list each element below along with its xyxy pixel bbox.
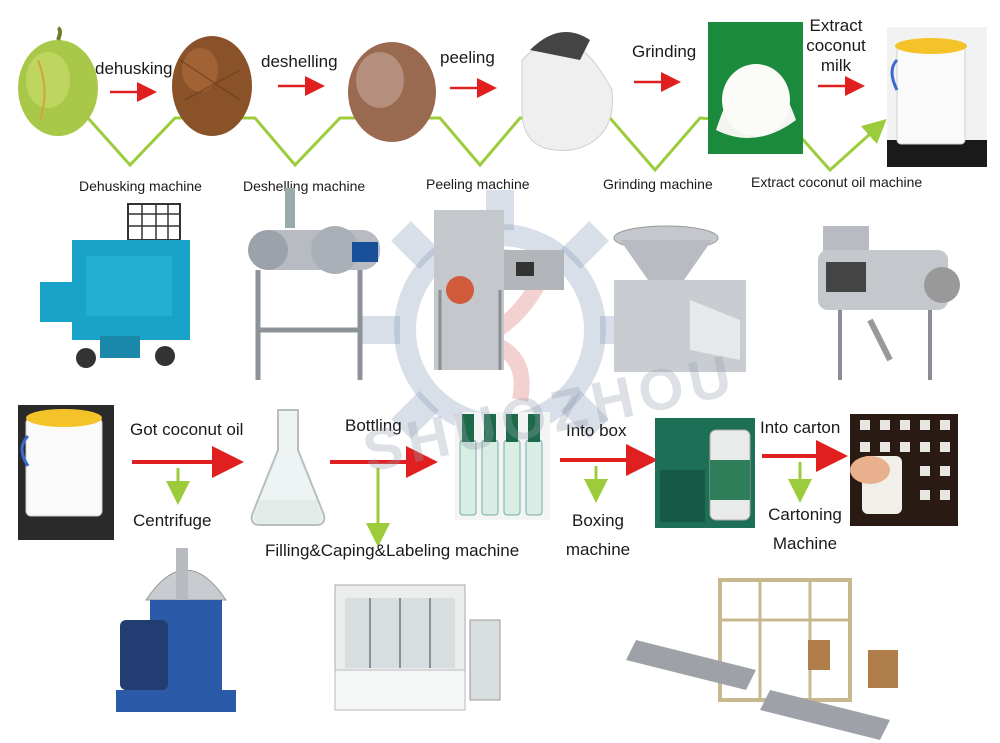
coconut-oil-box-icon <box>655 418 755 528</box>
filling-machine-icon <box>334 584 501 711</box>
step-extract-milk: Extract coconut milk <box>806 16 866 75</box>
oil-bucket-2-icon <box>18 405 114 540</box>
bottles-icon <box>455 412 550 520</box>
machine-label-boxing: Boxing machine <box>565 511 631 559</box>
step-into-carton: Into carton <box>760 418 841 437</box>
deshelling-machine-icon <box>248 188 380 380</box>
ground-coconut-icon <box>708 22 803 154</box>
step-bottling: Bottling <box>345 416 402 435</box>
extract-oil-machine-icon <box>818 226 960 380</box>
machine-label-grinding: Grinding machine <box>603 176 713 192</box>
machine-label-peeling: Peeling machine <box>426 176 530 192</box>
machine-label-filling: Filling&Caping&Labeling machine <box>265 541 520 560</box>
machine-label-deshelling: Deshelling machine <box>243 178 366 194</box>
step-into-box: Into box <box>566 421 627 440</box>
dehusking-machine-icon <box>40 203 190 368</box>
step-deshelling: deshelling <box>261 52 338 71</box>
cartoning-machine-icon <box>626 578 898 740</box>
oil-bucket-icon <box>887 27 987 167</box>
peeling-machine-icon <box>434 210 564 370</box>
grinding-machine-icon <box>613 225 746 372</box>
step-dehusking: dehusking <box>95 59 173 78</box>
peeled-coconut-icon <box>521 32 613 151</box>
machine-label-cartoning: Cartoning Machine <box>768 505 842 553</box>
centrifuge-icon <box>116 548 236 712</box>
machine-label-extract-oil: Extract coconut oil machine <box>751 174 923 190</box>
flask-icon <box>250 409 326 526</box>
carton-icon <box>850 414 958 526</box>
deshelled-coconut-icon <box>348 42 436 142</box>
machine-label-dehusking: Dehusking machine <box>79 178 202 194</box>
step-peeling: peeling <box>440 48 495 67</box>
machine-label-centrifuge: Centrifuge <box>133 511 212 530</box>
step-got-coconut-oil: Got coconut oil <box>130 420 244 439</box>
green-coconut-icon <box>18 26 98 136</box>
step-grinding: Grinding <box>632 42 697 61</box>
dehusked-coconut-icon <box>172 36 252 136</box>
